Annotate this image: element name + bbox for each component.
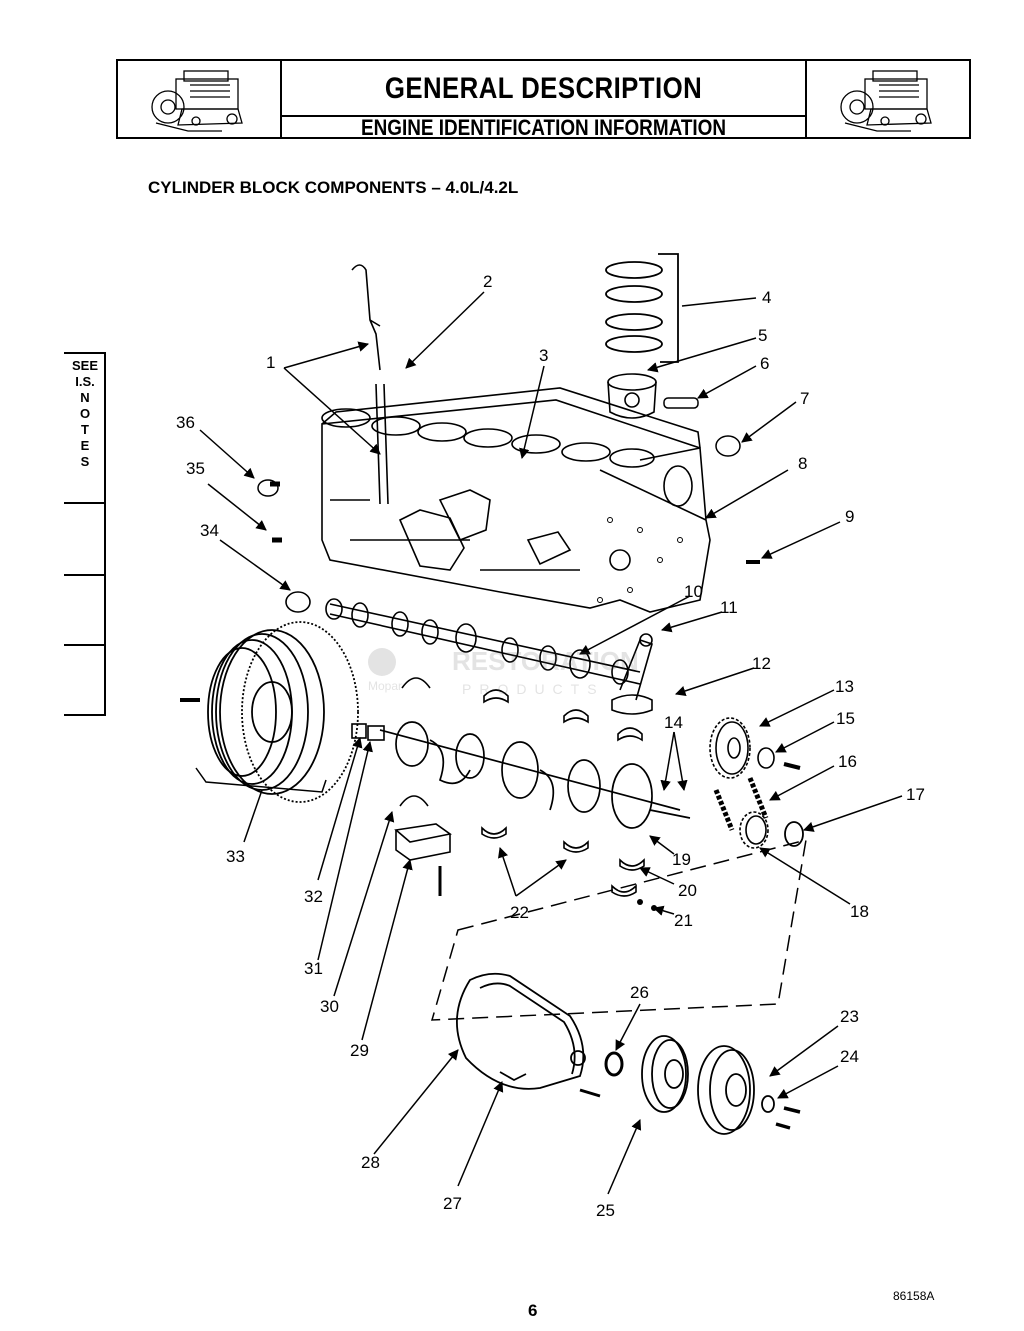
page-number: 6 [528,1301,538,1320]
side-tab-line: I.S. [75,374,95,389]
side-tab-line: SEE [71,358,98,373]
cover-bolt [579,1088,601,1098]
watermark-brand: Mopar [368,679,402,693]
callout-label: 8 [798,454,807,473]
callout-label: 26 [630,983,649,1002]
page-subtitle: ENGINE IDENTIFICATION INFORMATION [360,115,727,140]
diagram-heading: CYLINDER BLOCK COMPONENTS – 4.0L/4.2L [148,178,519,197]
callout-label: 20 [678,881,697,900]
callout-label: 14 [664,713,683,732]
crankshaft-sprocket [739,811,769,849]
side-tab-rule [64,644,106,646]
watermark-logo: Mopar RESTORATION PRODUCTS [362,640,652,700]
page-title: GENERAL DESCRIPTION [384,72,703,105]
pilot-bushing [351,723,367,739]
header-divider [282,115,805,117]
cup-plug [257,479,279,497]
watermark-word: RESTORATION [452,646,639,676]
side-tab-rule [64,574,106,576]
cylinder-block [321,387,711,613]
callout-label: 11 [720,598,738,617]
callout-label: 12 [752,654,771,673]
callout-label: 17 [906,785,925,804]
timing-chain [713,777,769,831]
callout-label: 31 [304,959,323,978]
piston-rings [605,253,679,363]
callout-label: 19 [672,850,691,869]
side-tab: SEE I.S. N O T E S [64,352,106,716]
callout-label: 30 [320,997,339,1016]
callout-label: 23 [840,1007,859,1026]
crankshaft-pulley [697,1045,755,1135]
damper-washer [761,1095,775,1113]
callout-label: 5 [758,326,767,345]
side-tab-line: O [79,406,91,421]
side-tab-border [104,352,106,716]
callout-label: 18 [850,902,869,921]
side-tab-rule [64,502,106,504]
callout-label: 24 [840,1047,859,1066]
header-title-cell: GENERAL DESCRIPTION ENGINE IDENTIFICATIO… [282,61,805,140]
callout-label: 32 [304,887,323,906]
callout-label: 6 [760,354,769,373]
engine-thumbnail-left [118,61,282,137]
connecting-rod [611,633,653,715]
callout-label: 29 [350,1041,369,1060]
cover-oil-seal [604,1051,624,1077]
dipstick-and-tube [351,264,389,505]
block-plugs [270,481,282,543]
callout-label: 7 [800,389,809,408]
callout-label: 10 [684,582,703,601]
vibration-damper [641,1035,689,1113]
side-tab-rule [64,352,106,354]
engine-thumbnail-right [805,61,969,137]
timing-cover [456,972,586,1090]
side-tab-line: N [80,390,90,405]
callout-label: 16 [838,752,857,771]
expansion-plug [715,435,741,457]
damper-bolts [775,1106,801,1130]
figure-code: 86158A [893,1289,935,1303]
camshaft-sprocket [709,717,751,779]
callout-label: 3 [539,346,548,365]
sprocket-washer [757,747,775,769]
crankshaft [379,721,691,829]
side-tab-rule [64,714,106,716]
header-box: GENERAL DESCRIPTION ENGINE IDENTIFICATIO… [116,59,971,140]
callout-label: 4 [762,288,771,307]
callout-label: 34 [200,521,219,540]
callout-label: 9 [845,507,854,526]
see-is-notes-label: SEE I.S. N O T E S [64,358,106,470]
rod-nuts [637,899,657,911]
callout-label: 25 [596,1201,615,1220]
callout-label: 15 [836,709,855,728]
bearing-shells [399,677,645,897]
oil-slinger [784,821,804,847]
callout-label: 27 [443,1194,462,1213]
callout-label: 36 [176,413,195,432]
callout-numbers: 1 2 3 4 5 6 7 8 9 10 11 12 13 14 15 16 1… [176,272,925,1220]
callout-label: 28 [361,1153,380,1172]
pilot-bearing [367,725,385,741]
callout-label: 13 [835,677,854,696]
callout-label: 1 [266,353,275,372]
callout-label: 22 [510,903,529,922]
main-bearing-cap [394,823,452,896]
alignment-guide [430,838,807,1021]
leader-lines [195,291,903,1195]
watermark-word: PRODUCTS [462,681,605,697]
sprocket-bolt [783,762,801,770]
side-tab-line: E [80,438,90,453]
piston [607,373,657,419]
callout-label: 33 [226,847,245,866]
cam-bearing [285,591,311,613]
piston-pin [663,397,699,409]
flywheel [207,621,359,803]
callout-label: 21 [674,911,693,930]
callout-label: 35 [186,459,205,478]
callout-label: 2 [483,272,492,291]
side-tab-line: S [80,454,90,469]
side-tab-line: T [81,422,89,437]
